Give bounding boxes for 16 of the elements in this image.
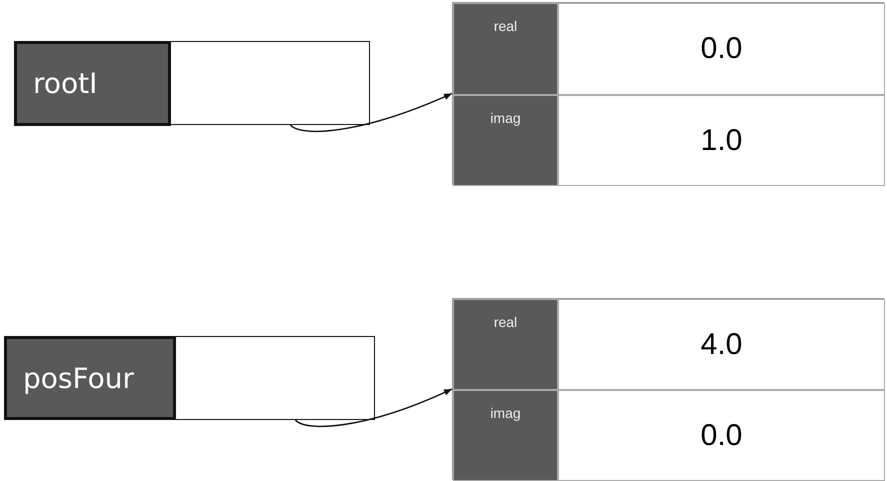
pointer-box [171,41,370,125]
value-cell: 0.0 [558,3,885,95]
field-name-cell: imag [453,95,558,186]
pointer-box [176,336,375,420]
field-name-cell: real [453,3,558,95]
value-cell: 0.0 [558,390,885,481]
field-name-cell: imag [453,390,558,481]
object-box [452,2,884,185]
object-box [452,298,884,480]
field-name-cell: real [453,299,558,390]
variable-name-box: rootI [14,41,171,126]
arrow [290,92,452,132]
value-cell: 4.0 [558,299,885,390]
arrow [294,388,452,428]
variable-name-box: posFour [4,336,176,420]
value-cell: 1.0 [558,95,885,186]
